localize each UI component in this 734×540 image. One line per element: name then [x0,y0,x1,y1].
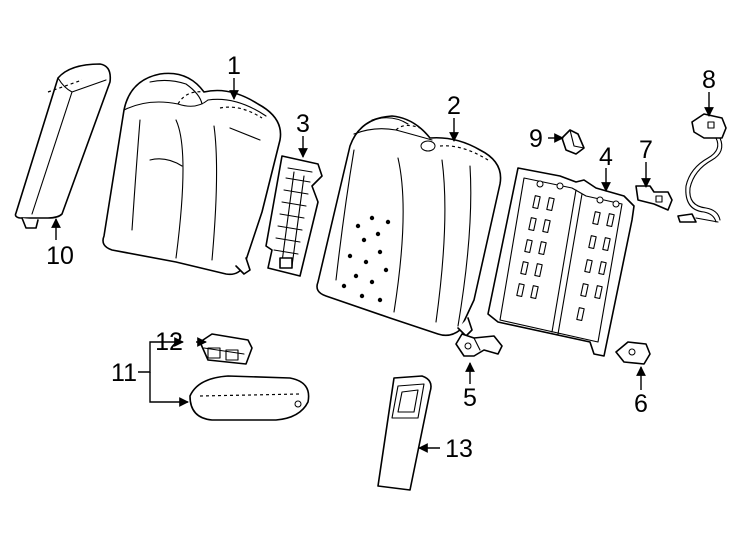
part-13-armrest-trim [377,375,432,491]
leader-lines [51,78,714,453]
part-4-seat-back-frame [487,167,635,357]
callout-7: 7 [639,136,653,164]
frame-slots [516,195,615,322]
callout-10: 10 [46,242,74,270]
part-6-bracket [615,341,651,365]
callout-2: 2 [447,92,461,120]
part-7-latch [635,185,673,211]
callout-12: 12 [155,328,183,356]
part-11-armrest [189,375,310,421]
callout-6: 6 [634,390,648,418]
part-8-release-cable [677,113,727,223]
part-10-side-bolster [14,63,112,229]
callout-4: 4 [599,143,613,171]
callout-labels: 1 2 3 4 5 6 7 8 9 10 11 12 13 [46,52,716,463]
part-3-heater-pad [265,155,323,277]
part-2-seat-back-cover [316,115,502,337]
leader-11-to-12 [138,337,184,373]
callout-8: 8 [702,66,716,94]
callout-13: 13 [445,435,473,463]
part-5-hinge-bracket [455,333,503,357]
part-1-seat-back-cover [102,72,282,276]
cover-holes [341,215,391,303]
callout-3: 3 [296,110,310,138]
callout-9: 9 [529,125,543,153]
callout-11: 11 [111,359,137,387]
callout-1: 1 [227,52,241,80]
part-9-clip [561,129,585,155]
part-12-cup-holder [199,333,253,365]
callout-5: 5 [463,384,477,412]
leader-11-to-armrest [149,372,189,407]
